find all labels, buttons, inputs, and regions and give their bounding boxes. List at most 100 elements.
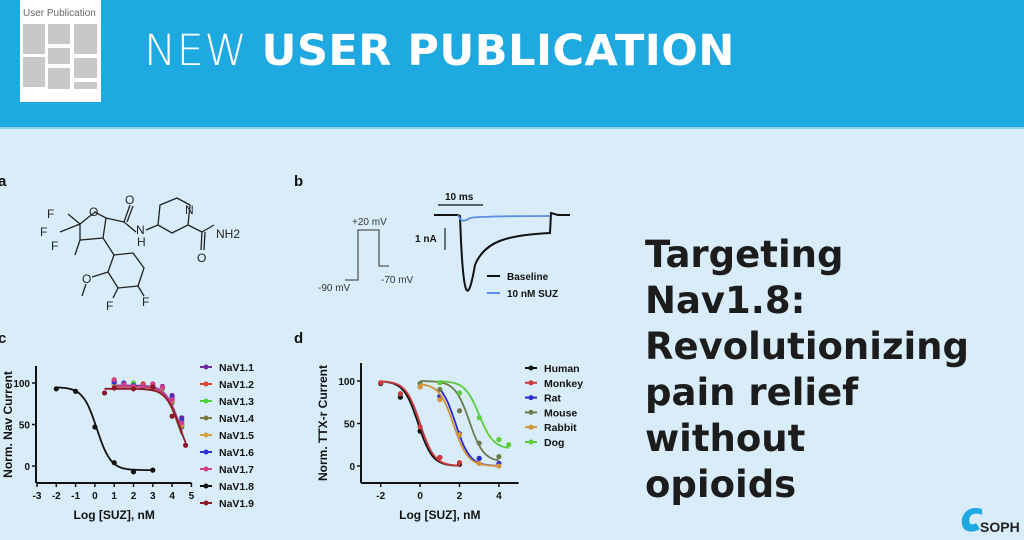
- legend-marker: [528, 424, 534, 430]
- header-banner: User Publication NEW USER PUBLICATION: [0, 0, 1024, 129]
- data-point-NaV1.7: [169, 397, 175, 403]
- legend-label: Dog: [544, 437, 564, 449]
- data-point-NaV1.9: [150, 384, 156, 390]
- legend-label: NaV1.9: [219, 498, 254, 510]
- y-tick-label: 0: [24, 462, 30, 473]
- legend-marker: [203, 398, 209, 404]
- x-tick-label: 4: [496, 491, 502, 502]
- atom-label: F: [106, 299, 113, 313]
- legend-label: NaV1.7: [219, 464, 254, 476]
- legend-label: NaV1.3: [219, 396, 254, 408]
- data-point-Rabbit: [417, 384, 423, 390]
- headline: Targeting Nav1.8: Revolutionizing pain r…: [645, 232, 1015, 508]
- legend-label: Rat: [544, 393, 561, 405]
- x-tick-label: 0: [92, 491, 98, 502]
- data-point-Monkey: [397, 391, 403, 397]
- molecule-atom-labels: F F F O O N H N NH2 O O F F: [40, 193, 240, 313]
- y-tick-label: 0: [349, 462, 355, 473]
- data-point-Mouse: [476, 440, 482, 446]
- legend-baseline: Baseline: [507, 272, 549, 283]
- atom-label: F: [142, 295, 149, 309]
- panel-label-b: b: [294, 173, 303, 190]
- data-point-Dog: [506, 442, 512, 448]
- x-axis-label: Log [SUZ], nM: [74, 508, 155, 522]
- data-point-Mouse: [496, 454, 502, 460]
- atom-label: O: [125, 193, 134, 207]
- data-point-Rabbit: [437, 397, 443, 403]
- x-tick-label: -2: [52, 491, 61, 502]
- legend-marker: [203, 381, 209, 387]
- document-icon-label: User Publication: [23, 8, 96, 19]
- fit-curve-Dog: [439, 380, 509, 449]
- fit-curve-Rat: [439, 388, 499, 467]
- x-tick-label: 4: [169, 491, 175, 502]
- legend-marker: [203, 466, 209, 472]
- fit-curve-Rabbit: [420, 383, 499, 467]
- banner-title: NEW USER PUBLICATION: [144, 26, 735, 76]
- legend-label: Rabbit: [544, 422, 577, 434]
- legend-label: NaV1.5: [219, 430, 254, 442]
- data-point-NaV1.7: [159, 384, 166, 390]
- data-point-NaV1.9: [111, 385, 117, 391]
- atom-label: N: [185, 203, 194, 217]
- data-point-Rabbit: [456, 431, 463, 438]
- data-point-NaV1.9: [130, 386, 137, 392]
- voltage-protocol: +20 mV -90 mV -70 mV: [318, 217, 414, 294]
- x-axis-label: Log [SUZ], nM: [399, 508, 480, 522]
- fit-curve-Monkey: [380, 380, 460, 467]
- legend-marker: [203, 500, 209, 506]
- data-point-Dog: [456, 390, 463, 396]
- x-tick-label: 1: [111, 491, 117, 502]
- x-tick-label: -1: [71, 491, 80, 502]
- legend-marker: [528, 439, 534, 445]
- data-point-Dog: [496, 437, 502, 443]
- voltage-post-label: -70 mV: [381, 275, 414, 286]
- legend-label: Mouse: [544, 407, 577, 419]
- legend-marker: [528, 395, 534, 401]
- atom-label: F: [47, 207, 54, 221]
- atom-label: H: [137, 235, 146, 249]
- chemical-structure: [59, 197, 215, 299]
- atom-label: NH2: [216, 227, 240, 241]
- data-point-Rabbit: [496, 463, 502, 469]
- atom-label: N: [136, 223, 145, 237]
- data-point-Monkey: [378, 380, 384, 386]
- data-point-Dog: [476, 414, 482, 421]
- data-point-Rat: [476, 455, 482, 461]
- data-point-NaV1.8: [92, 424, 98, 430]
- data-point-Rabbit: [476, 460, 482, 467]
- panel-label-c: c: [0, 330, 6, 347]
- y-axis-label: Norm. Nav Current: [1, 371, 15, 478]
- title-light: NEW: [144, 26, 248, 76]
- y-tick-label: 50: [19, 421, 31, 432]
- legend-marker: [203, 364, 209, 370]
- data-point-NaV1.8: [73, 388, 79, 394]
- data-point-NaV1.9: [101, 390, 108, 396]
- fit-curve-NaV1.8: [56, 386, 153, 471]
- x-tick-label: -3: [33, 491, 42, 502]
- company-logo: SOPH: [958, 505, 1020, 540]
- data-point-NaV1.8: [150, 467, 156, 473]
- data-point-NaV1.7: [179, 420, 185, 426]
- data-point-Monkey: [417, 424, 423, 430]
- x-tick-label: 5: [189, 491, 195, 502]
- headline-line: opioids: [645, 463, 797, 506]
- legend-label: NaV1.1: [219, 362, 254, 374]
- atom-label: O: [82, 272, 91, 286]
- y-tick-label: 100: [338, 377, 355, 388]
- current-scale-label: 1 nA: [415, 234, 437, 245]
- time-scale-label: 10 ms: [445, 192, 474, 203]
- current-traces: 10 ms 1 nA Baseline 10 nM SUZ: [415, 192, 570, 300]
- atom-label: F: [51, 239, 58, 253]
- legend-marker: [203, 449, 209, 455]
- headline-line: Revolutionizing: [645, 325, 970, 368]
- fit-curve-NaV1.9: [104, 387, 187, 443]
- data-point-NaV1.8: [130, 469, 137, 475]
- legend-marker: [203, 432, 209, 438]
- publication-document-icon: User Publication: [20, 0, 101, 102]
- legend-marker: [528, 365, 534, 371]
- legend-suz: 10 nM SUZ: [507, 289, 558, 300]
